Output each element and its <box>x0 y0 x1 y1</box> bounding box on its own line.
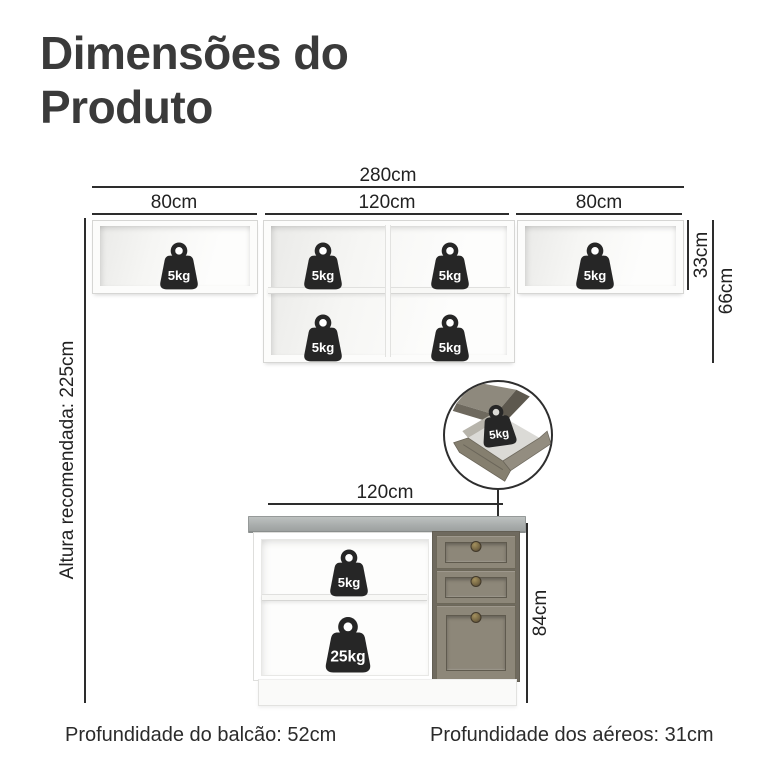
svg-text:5kg: 5kg <box>312 268 335 283</box>
dim-label-base-width: 120cm <box>356 482 414 503</box>
upper-cabinet-middle <box>263 220 515 363</box>
weight-icon-drawer-detail: 5kg <box>483 404 517 448</box>
drawer-2 <box>436 570 516 604</box>
svg-text:5kg: 5kg <box>338 575 361 590</box>
aerial-depth-note: Profundidade dos aéreos: 31cm <box>430 724 714 746</box>
dim-line-total-width <box>92 186 684 188</box>
drawer-1-knob <box>470 541 482 552</box>
weight-icon-upper-left: 5kg <box>160 242 198 290</box>
base-cabinet-plinth <box>258 679 517 706</box>
counter-depth-note: Profundidade do balcão: 52cm <box>65 724 337 746</box>
dim-line-middle-width <box>265 213 509 215</box>
dim-line-base-height <box>526 523 528 703</box>
dim-label-total-width: 280cm <box>359 165 417 186</box>
dim-line-recommended-height <box>84 218 86 703</box>
svg-text:5kg: 5kg <box>489 427 510 442</box>
weight-icon-base-upper-shelf: 5kg <box>330 549 368 597</box>
dim-line-height-66 <box>712 220 714 363</box>
svg-text:5kg: 5kg <box>439 268 462 283</box>
drawer-2-knob <box>470 576 482 587</box>
weight-icon-upper-middle-top-left: 5kg <box>304 242 342 290</box>
dim-label-base-height: 84cm <box>530 589 551 637</box>
svg-text:25kg: 25kg <box>330 649 365 666</box>
drawer-detail-callout: 5kg <box>443 380 553 490</box>
svg-text:5kg: 5kg <box>312 340 335 355</box>
weight-icon-upper-middle-top-right: 5kg <box>431 242 469 290</box>
base-cabinet-drawer-unit <box>432 531 520 682</box>
cabinet-door-knob <box>470 612 482 623</box>
dim-label-height-66: 66cm <box>716 267 737 315</box>
page-title: Dimensões do Produto <box>40 27 349 134</box>
weight-icon-base-lower-shelf: 25kg <box>325 617 371 673</box>
dim-label-right-width: 80cm <box>575 192 623 213</box>
cabinet-door-panel <box>446 615 506 671</box>
dim-line-right-width <box>516 213 682 215</box>
open-drawer-illustration: 5kg <box>452 382 551 482</box>
drawer-1 <box>436 535 516 569</box>
dim-line-height-33 <box>687 220 689 290</box>
dim-label-middle-width: 120cm <box>358 192 416 213</box>
weight-icon-upper-middle-bottom-right: 5kg <box>431 314 469 362</box>
dim-line-base-width <box>268 503 503 505</box>
cabinet-door <box>436 605 516 680</box>
svg-text:5kg: 5kg <box>439 340 462 355</box>
dim-label-height-33: 33cm <box>691 231 712 279</box>
dim-line-left-width <box>92 213 257 215</box>
upper-cabinet-middle-divider <box>385 225 391 357</box>
dim-label-recommended-height: Altura recomendada: 225cm <box>57 340 78 580</box>
base-cabinet-body <box>253 531 520 682</box>
svg-text:5kg: 5kg <box>168 268 191 283</box>
weight-icon-upper-middle-bottom-left: 5kg <box>304 314 342 362</box>
svg-text:5kg: 5kg <box>584 268 607 283</box>
dim-label-left-width: 80cm <box>150 192 198 213</box>
weight-icon-upper-right: 5kg <box>576 242 614 290</box>
